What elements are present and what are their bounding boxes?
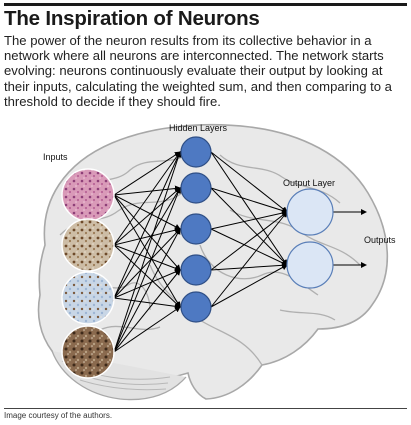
output-nodes (286, 188, 334, 289)
hidden-nodes (180, 136, 212, 323)
hidden-layers-label: Hidden Layers (169, 123, 228, 133)
input-node-2 (61, 218, 115, 272)
outputs-label: Outputs (364, 235, 396, 245)
hidden-node-1 (180, 136, 212, 168)
input-node-1 (61, 168, 115, 222)
output-node-2 (286, 241, 334, 289)
input-hidden-connections (113, 151, 182, 353)
inputs-label: Inputs (43, 152, 68, 162)
image-credit: Image courtesy of the authors. (4, 411, 113, 420)
output-node-1 (286, 188, 334, 236)
neural-network-diagram: Inputs Hidden Layers Output Layer Output… (37, 123, 396, 401)
hidden-node-3 (180, 213, 212, 245)
hidden-node-5 (180, 291, 212, 323)
bottom-rule (4, 408, 407, 409)
output-arrows (333, 209, 367, 268)
input-node-3 (61, 271, 115, 325)
output-layer-label: Output Layer (283, 178, 335, 188)
hidden-node-2 (180, 172, 212, 204)
input-node-4 (61, 325, 115, 379)
intro-paragraph: The power of the neuron results from its… (4, 33, 392, 109)
input-nodes (61, 168, 115, 379)
top-rule (4, 3, 407, 6)
hidden-output-connections (210, 151, 288, 308)
page-title: The Inspiration of Neurons (4, 7, 260, 30)
hidden-node-4 (180, 254, 212, 286)
